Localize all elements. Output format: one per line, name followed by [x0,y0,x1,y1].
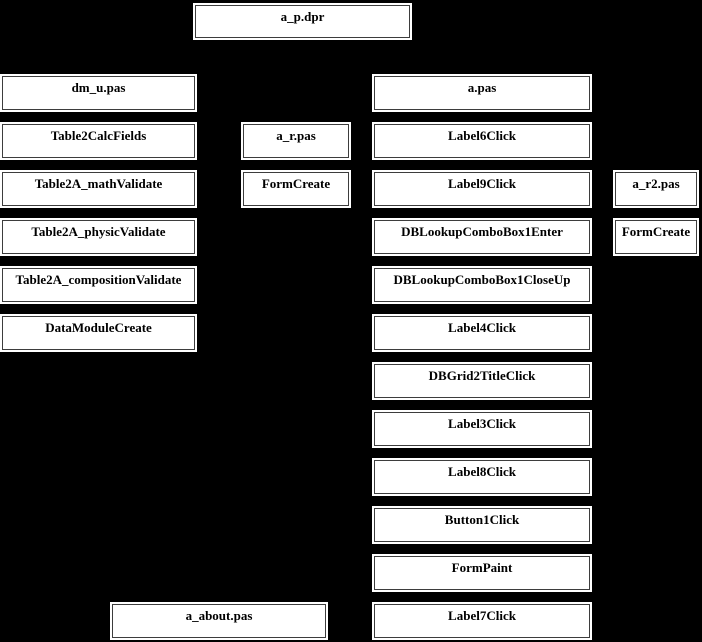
node-formpaint: FormPaint [372,554,592,592]
node-a-r2-pas: a_r2.pas [613,170,699,208]
node-label7click: Label7Click [372,602,592,640]
node-formcreate-a-r: FormCreate [241,170,351,208]
node-label9click: Label9Click [372,170,592,208]
node-a-about-pas: a_about.pas [110,602,328,640]
node-a-pas: a.pas [372,74,592,112]
node-table2a-mathvalidate: Table2A_mathValidate [0,170,197,208]
node-datamodulecreate: DataModuleCreate [0,314,197,352]
node-formcreate-a-r2: FormCreate [613,218,699,256]
node-label3click: Label3Click [372,410,592,448]
node-table2a-physicvalidate: Table2A_physicValidate [0,218,197,256]
node-table2a-compositionvalidate: Table2A_compositionValidate [0,266,197,304]
node-button1click: Button1Click [372,506,592,544]
node-dblookupcombobox1enter: DBLookupComboBox1Enter [372,218,592,256]
node-a-p-dpr: a_p.dpr [193,3,412,40]
node-label4click: Label4Click [372,314,592,352]
node-dm-u-pas: dm_u.pas [0,74,197,112]
node-table2calcfields: Table2CalcFields [0,122,197,160]
node-label8click: Label8Click [372,458,592,496]
node-dblookupcombobox1closeup: DBLookupComboBox1CloseUp [372,266,592,304]
node-dbgrid2titleclick: DBGrid2TitleClick [372,362,592,400]
node-a-r-pas: a_r.pas [241,122,351,160]
node-label6click: Label6Click [372,122,592,160]
